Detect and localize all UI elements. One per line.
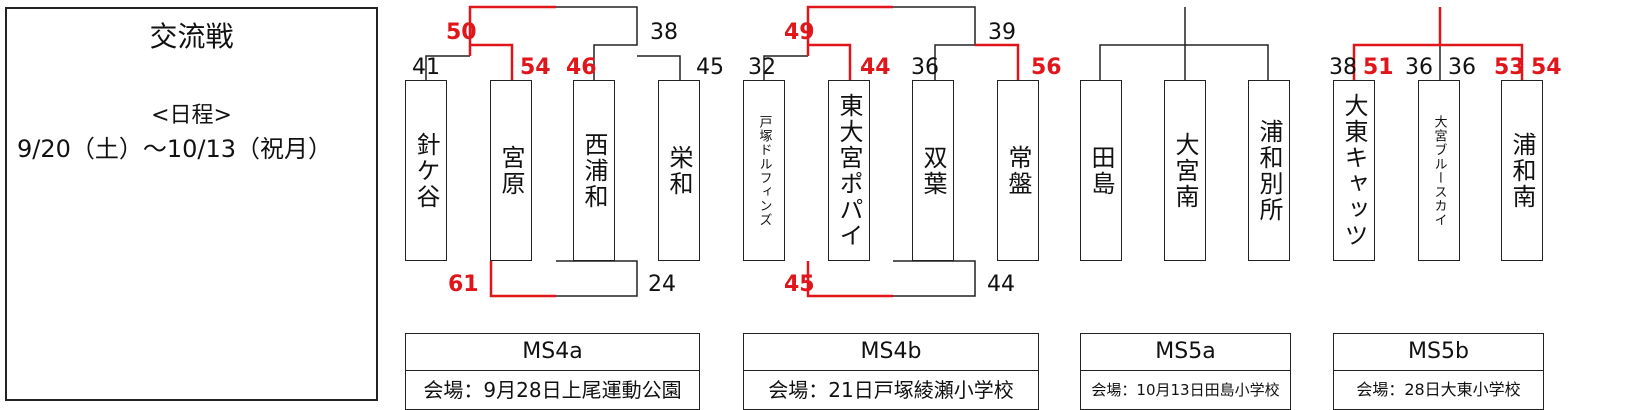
- score-label: 32: [748, 55, 776, 80]
- team-box: 針ケ谷: [405, 80, 447, 261]
- team-name: 栄和: [665, 144, 693, 197]
- team-box: 栄和: [658, 80, 700, 261]
- score-label: 51: [1363, 55, 1394, 80]
- venue-box-ms4b: MS4b 会場：21日戸塚綾瀬小学校: [743, 333, 1039, 410]
- team-name: 大宮ブルースカイ: [1431, 114, 1447, 227]
- ms4a-line-46: [556, 6, 638, 80]
- ms4b-line-32: [763, 55, 808, 80]
- score-label: 45: [784, 272, 815, 297]
- score-label: 36: [1448, 55, 1476, 80]
- venue-place: 会場：21日戸塚綾瀬小学校: [768, 378, 1014, 402]
- score-label: 41: [412, 55, 440, 80]
- venue-division-name: MS5a: [1081, 334, 1290, 371]
- ms4b-line-44b: [893, 260, 976, 297]
- venue-place: 会場：28日大東小学校: [1356, 380, 1521, 399]
- ms4a-win-50-54: [468, 5, 556, 80]
- score-label: 54: [520, 55, 551, 80]
- score-label: 61: [448, 272, 479, 297]
- team-box: 大宮南: [1164, 80, 1206, 261]
- venue-box-ms5b: MS5b 会場：28日大東小学校: [1333, 333, 1544, 410]
- ms5b-win-lines: [1352, 7, 1524, 80]
- team-name: 常盤: [1004, 144, 1032, 197]
- team-name: 西浦和: [580, 131, 608, 210]
- info-title: 交流戦: [149, 20, 234, 53]
- score-label: 44: [987, 272, 1015, 297]
- team-name: 東大宮ポパイ: [835, 92, 863, 249]
- score-label: 36: [1405, 55, 1433, 80]
- ms5a-lines: [1099, 7, 1269, 80]
- team-box: 浦和南: [1501, 80, 1543, 261]
- schedule-info-box: 交流戦 <日程> 9/20（土）～10/13（祝月）: [5, 7, 378, 401]
- team-box: 浦和別所: [1248, 80, 1290, 261]
- team-name: 浦和別所: [1255, 118, 1283, 223]
- team-box: 双葉: [912, 80, 954, 261]
- score-label: 50: [446, 20, 477, 45]
- score-label: 39: [988, 20, 1016, 45]
- team-box: 常盤: [997, 80, 1039, 261]
- venue-division-name: MS4b: [744, 334, 1038, 371]
- venue-place: 会場：10月13日田島小学校: [1091, 381, 1280, 399]
- team-box: 田島: [1080, 80, 1122, 261]
- venue-box-ms5a: MS5a 会場：10月13日田島小学校: [1080, 333, 1291, 410]
- team-name: 浦和南: [1508, 131, 1536, 210]
- score-label: 44: [860, 55, 891, 80]
- team-box: 戸塚ドルフィンズ: [743, 80, 785, 261]
- score-label: 38: [650, 20, 678, 45]
- venue-place: 会場：9月28日上尾運動公園: [423, 378, 682, 402]
- team-name: 宮原: [497, 144, 525, 197]
- team-name: 大東キャッツ: [1340, 92, 1368, 249]
- score-label: 36: [911, 55, 939, 80]
- team-name: 大宮南: [1171, 131, 1199, 210]
- ms4a-win-61: [489, 261, 556, 298]
- ms4a-line-41: [425, 55, 470, 80]
- team-name: 田島: [1087, 144, 1115, 197]
- team-box: 宮原: [490, 80, 532, 261]
- ms4b-win-45: [806, 261, 893, 298]
- team-box: 西浦和: [573, 80, 615, 261]
- score-label: 56: [1031, 55, 1062, 80]
- team-box: 大東キャッツ: [1333, 80, 1375, 261]
- ms4b-win-49-44: [806, 5, 893, 80]
- ms4a-line-24: [556, 260, 638, 297]
- ms4b-win-56: [975, 43, 1020, 80]
- team-box: 東大宮ポパイ: [828, 80, 870, 261]
- score-label: 38: [1329, 55, 1357, 80]
- ms4a-line-45: [637, 55, 681, 80]
- score-label: 45: [696, 55, 724, 80]
- score-label: 53: [1494, 55, 1525, 80]
- score-label: 49: [784, 20, 815, 45]
- venue-division-name: MS4a: [406, 334, 699, 371]
- score-label: 46: [566, 55, 597, 80]
- venue-box-ms4a: MS4a 会場：9月28日上尾運動公園: [405, 333, 700, 410]
- schedule-dates: 9/20（土）～10/13（祝月）: [17, 135, 333, 163]
- score-label: 24: [648, 272, 676, 297]
- venue-division-name: MS5b: [1334, 334, 1543, 371]
- schedule-label: <日程>: [151, 103, 232, 128]
- team-name: 戸塚ドルフィンズ: [756, 114, 772, 227]
- team-name: 針ケ谷: [412, 131, 440, 210]
- score-label: 54: [1531, 55, 1562, 80]
- team-box: 大宮ブルースカイ: [1418, 80, 1460, 261]
- team-name: 双葉: [919, 144, 947, 197]
